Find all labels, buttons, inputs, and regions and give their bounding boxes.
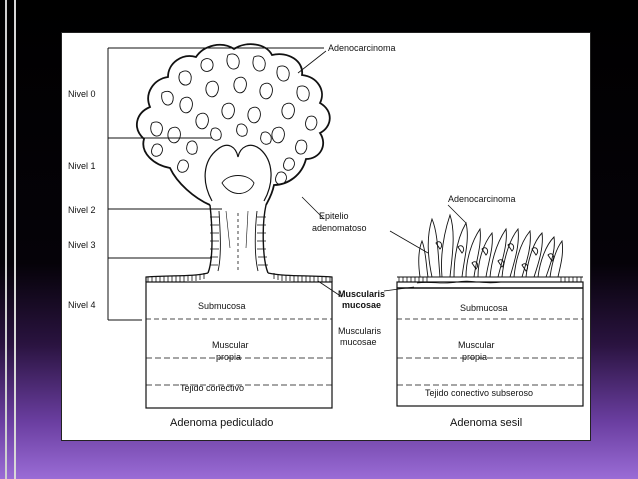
- sessile-fronds: [418, 213, 563, 278]
- muscularis-bold-line1: Muscularis: [338, 289, 385, 299]
- muscular-propia-left-line1: Muscular: [212, 340, 249, 350]
- pedunculated-polyp: [136, 43, 333, 409]
- tejido-conectivo-right: Tejido conectivo subseroso: [425, 388, 533, 398]
- caption-pedunculated: Adenoma pediculado: [170, 417, 273, 429]
- adenocarcinoma-label-right: Adenocarcinoma: [448, 194, 516, 204]
- muscularis-line1: Muscularis: [338, 326, 382, 336]
- adenocarcinoma-label-left: Adenocarcinoma: [328, 43, 396, 53]
- epitelio-label-line1: Epitelio: [319, 211, 349, 221]
- submucosa-label-right: Submucosa: [460, 303, 508, 313]
- level-bracket: [107, 47, 324, 321]
- muscular-propia-left-line2: propia: [216, 352, 241, 362]
- level-1-label: Nivel 1: [68, 161, 96, 171]
- leader-lines: [297, 50, 467, 298]
- muscularis-line2: mucosae: [340, 337, 377, 347]
- muscular-propia-right-line1: Muscular: [458, 340, 495, 350]
- level-4-label: Nivel 4: [68, 300, 96, 310]
- muscularis-bold-line2: mucosae: [342, 300, 381, 310]
- adenoma-diagram: Nivel 0 Nivel 1 Nivel 2 Nivel 3 Nivel 4: [68, 43, 584, 429]
- tejido-conectivo-left: Tejido conectivo: [180, 383, 244, 393]
- submucosa-label-left: Submucosa: [198, 301, 246, 311]
- level-0-label: Nivel 0: [68, 89, 96, 99]
- epitelio-label-line2: adenomatoso: [312, 223, 367, 233]
- level-3-label: Nivel 3: [68, 240, 96, 250]
- diagram-panel: Nivel 0 Nivel 1 Nivel 2 Nivel 3 Nivel 4: [62, 33, 590, 440]
- slide-left-border: [0, 0, 16, 479]
- level-2-label: Nivel 2: [68, 205, 96, 215]
- villous-fronds: [150, 53, 318, 185]
- muscular-propia-right-line2: propia: [462, 352, 487, 362]
- caption-sessile: Adenoma sesil: [450, 417, 522, 429]
